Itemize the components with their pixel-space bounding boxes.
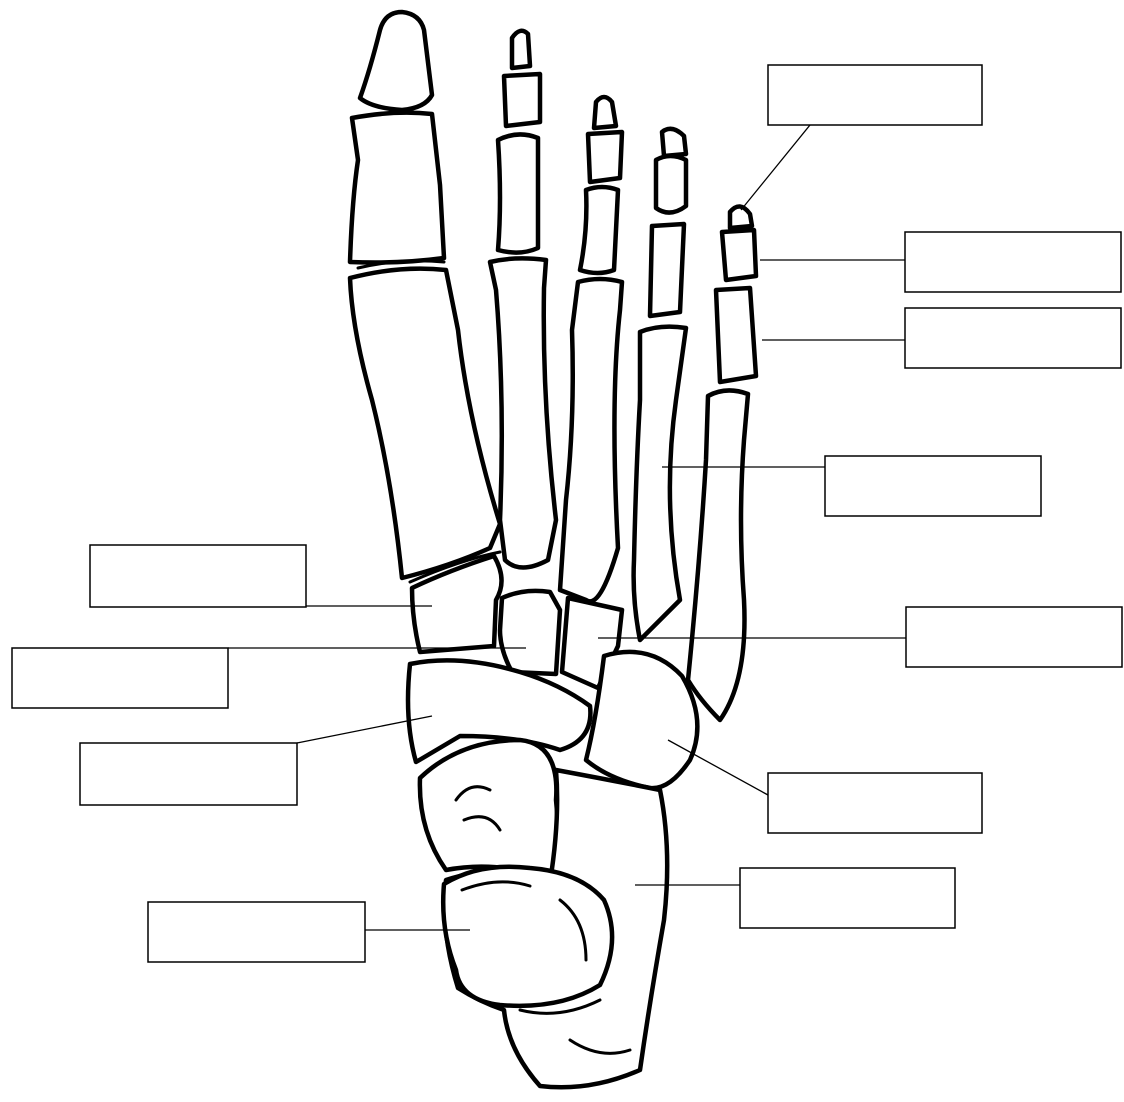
fourth-metatarsal [634, 327, 686, 640]
first-metatarsal [350, 269, 500, 578]
leader-line-1 [741, 125, 810, 210]
label-box-8[interactable] [90, 545, 306, 607]
third-distal-phalanx [594, 97, 616, 128]
second-metatarsal [490, 258, 556, 567]
label-box-4[interactable] [825, 456, 1041, 516]
hallux-proximal-phalanx [350, 113, 444, 263]
label-box-7[interactable] [740, 868, 955, 928]
second-proximal-phalanx [498, 134, 538, 252]
label-box-1[interactable] [768, 65, 982, 125]
label-box-2[interactable] [905, 232, 1121, 292]
foot-bones [350, 12, 756, 1087]
third-proximal-phalanx [580, 187, 618, 273]
label-box-6[interactable] [768, 773, 982, 833]
intermediate-cuneiform [500, 591, 560, 674]
fifth-proximal-phalanx [716, 288, 756, 382]
label-box-9[interactable] [12, 648, 228, 708]
fifth-middle-phalanx [722, 230, 756, 280]
cuboid [586, 652, 697, 788]
hallux-distal-phalanx [360, 12, 432, 110]
talus [420, 740, 558, 880]
third-middle-phalanx [588, 132, 622, 182]
fourth-proximal-phalanx [650, 224, 684, 316]
label-box-10[interactable] [80, 743, 297, 805]
fifth-metatarsal [688, 390, 748, 720]
fourth-middle-phalanx [656, 156, 686, 213]
label-box-5[interactable] [906, 607, 1122, 667]
label-box-3[interactable] [905, 308, 1121, 368]
label-box-11[interactable] [148, 902, 365, 962]
second-middle-phalanx [504, 74, 540, 126]
third-metatarsal [560, 279, 622, 601]
fourth-distal-phalanx [662, 129, 686, 156]
second-distal-phalanx [512, 31, 530, 68]
